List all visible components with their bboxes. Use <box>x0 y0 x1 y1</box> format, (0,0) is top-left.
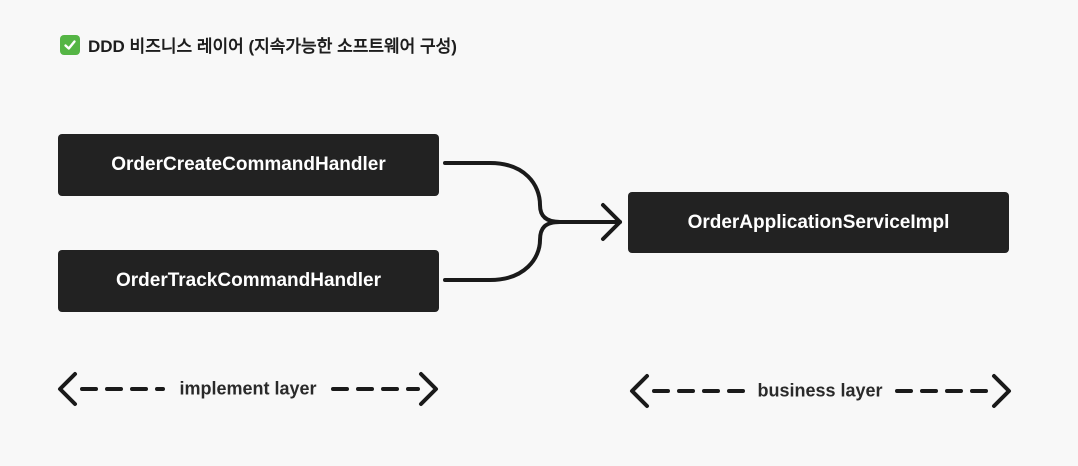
page-title-row: DDD 비즈니스 레이어 (지속가능한 소프트웨어 구성) <box>60 32 457 57</box>
page-title: DDD 비즈니스 레이어 (지속가능한 소프트웨어 구성) <box>88 37 457 56</box>
implement-right-arrowhead-icon <box>419 372 438 406</box>
order-application-service-impl-box: OrderApplicationServiceImpl <box>628 192 1009 253</box>
order-track-command-handler-label: OrderTrackCommandHandler <box>115 270 382 291</box>
connector-create-to-app <box>443 161 622 224</box>
business-layer-label: business layer <box>753 380 887 402</box>
arrowhead-right-icon <box>601 203 622 241</box>
connector-track-to-app <box>443 220 562 282</box>
business-right-arrowhead-icon <box>992 374 1011 408</box>
business-left-arrowhead-icon <box>630 374 649 408</box>
implement-layer-label: implement layer <box>175 378 321 400</box>
order-create-command-handler-box: OrderCreateCommandHandler <box>58 134 439 196</box>
order-application-service-impl-label: OrderApplicationServiceImpl <box>687 211 950 233</box>
order-track-command-handler-box: OrderTrackCommandHandler <box>58 250 439 312</box>
check-mark-icon <box>60 34 80 55</box>
order-create-command-handler-label: OrderCreateCommandHandler <box>111 154 386 175</box>
implement-left-arrowhead-icon <box>58 372 77 406</box>
